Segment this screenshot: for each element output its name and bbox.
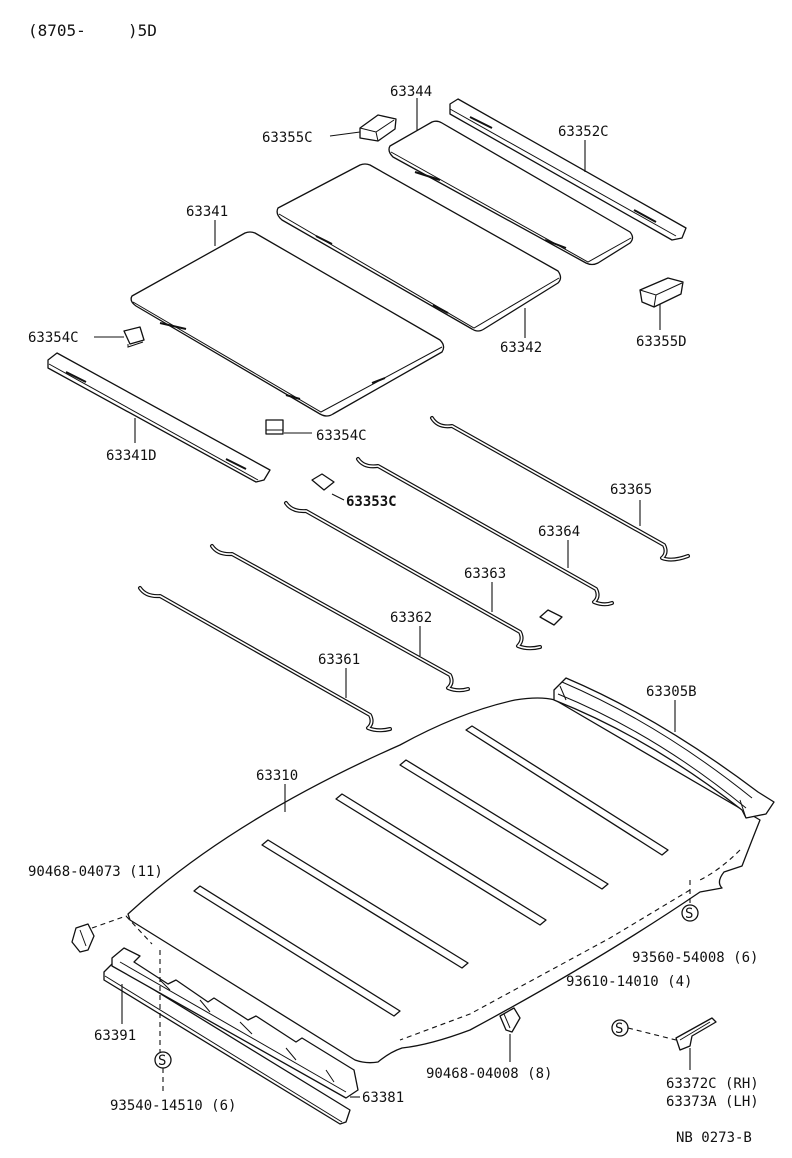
label-63362: 63362 [390, 610, 432, 626]
label-63354C-mid: 63354C [316, 428, 367, 444]
screw-93540-14510: S [154, 1051, 172, 1069]
clip-small-right [539, 609, 563, 626]
screw-93610-14010: S [611, 1019, 629, 1037]
panel-63342 [276, 163, 562, 332]
screw-93560-54008: S [681, 904, 699, 922]
label-63355C: 63355C [262, 130, 313, 146]
label-63341D: 63341D [106, 448, 157, 464]
label-63361: 63361 [318, 652, 360, 668]
label-63363: 63363 [464, 566, 506, 582]
label-63365: 63365 [610, 482, 652, 498]
label-93540-14510: 93540-14510 (6) [110, 1098, 236, 1114]
screw-mark-label: S [615, 1021, 623, 1037]
footer-ref: NB 0273-B [676, 1130, 752, 1146]
clip-63353C [311, 473, 335, 491]
rod-63361 [138, 586, 392, 733]
roof-63310 [127, 697, 761, 1064]
rod-63365 [430, 416, 690, 562]
label-63353C: 63353C [346, 494, 397, 510]
label-93610-14010: 93610-14010 (4) [566, 974, 692, 990]
label-90468-04073: 90468-04073 (11) [28, 864, 163, 880]
label-63355D: 63355D [636, 334, 687, 350]
label-63372C: 63372C (RH) [666, 1076, 759, 1092]
label-63342: 63342 [500, 340, 542, 356]
rod-63362 [210, 544, 470, 693]
label-63381: 63381 [362, 1090, 404, 1106]
label-63344: 63344 [390, 84, 432, 100]
bracket-63381 [111, 947, 359, 1099]
label-63310: 63310 [256, 768, 298, 784]
label-63354C-top: 63354C [28, 330, 79, 346]
screw-mark-label: S [685, 906, 693, 922]
clip-63355D [639, 277, 684, 308]
clip-90468-04008 [499, 1007, 521, 1033]
strip-63352C [449, 98, 687, 241]
label-63305B: 63305B [646, 684, 697, 700]
screw-mark-label: S [158, 1053, 166, 1069]
clip-90468-04073 [71, 923, 95, 953]
label-63352C: 63352C [558, 124, 609, 140]
label-90468-04008: 90468-04008 (8) [426, 1066, 552, 1082]
label-63341: 63341 [186, 204, 228, 220]
label-63391: 63391 [94, 1028, 136, 1044]
panel-63344 [388, 120, 634, 266]
label-63373A: 63373A (LH) [666, 1094, 759, 1110]
label-93560-54008: 93560-54008 (6) [632, 950, 758, 966]
header-63305B [553, 677, 775, 819]
rod-64364 [356, 457, 614, 607]
label-63364: 63364 [538, 524, 580, 540]
header-code: (8705- [28, 21, 86, 40]
clip-63354C-mid [265, 419, 284, 435]
header-close: )5D [128, 21, 157, 40]
clip-63355C [359, 114, 397, 142]
strip-63341D [47, 352, 271, 483]
panel-63341 [130, 231, 445, 417]
rod-63363 [284, 501, 542, 651]
bracket-63372C [675, 1017, 717, 1051]
clip-63354C-top [123, 326, 145, 348]
